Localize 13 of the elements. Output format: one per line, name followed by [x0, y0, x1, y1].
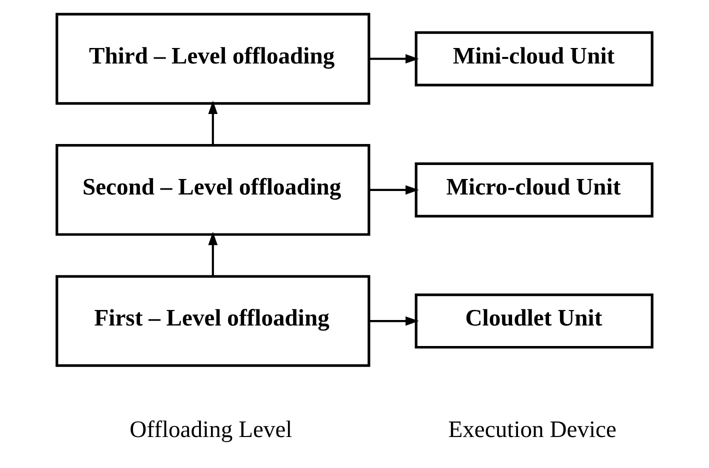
node-box: Third – Level offloading [56, 12, 370, 104]
node-box: Micro-cloud Unit [414, 162, 654, 217]
arrow [369, 184, 419, 194]
label: Offloading Level [130, 416, 292, 442]
arrow [208, 100, 218, 145]
arrow [208, 231, 218, 276]
node-box: Cloudlet Unit [414, 293, 654, 348]
arrow [369, 54, 419, 63]
node-box: Mini-cloud Unit [414, 30, 654, 86]
node-box: First – Level offloading [56, 274, 370, 366]
node-box: Second – Level offloading [56, 144, 370, 236]
arrow [369, 316, 419, 326]
label: Execution Device [448, 416, 616, 442]
